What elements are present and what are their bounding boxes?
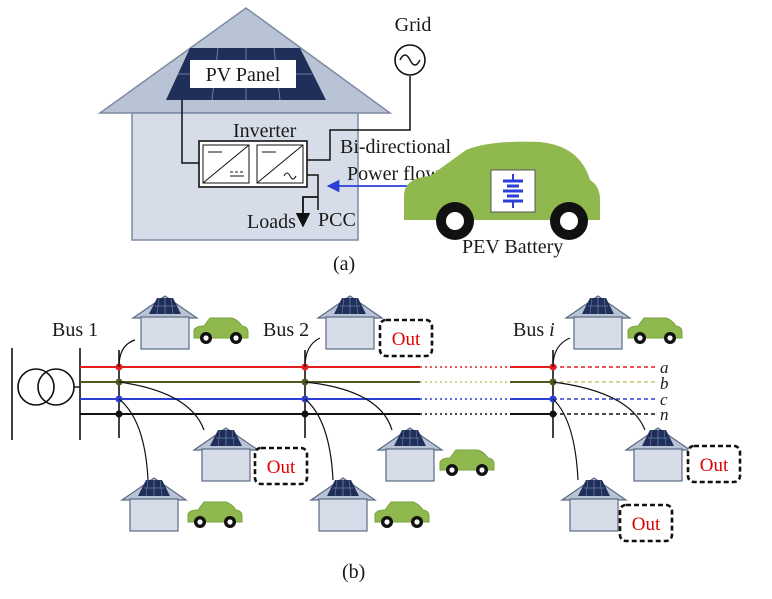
battery-label: PEV Battery — [462, 236, 563, 258]
transformer-icon — [11, 348, 81, 440]
figure-b: a b c n Bus 1 Bus 2 Bus i — [11, 295, 742, 583]
inverter-label: Inverter — [233, 120, 297, 142]
figure-a: PV Panel Inverter Grid Loads PCC Bi — [97, 7, 600, 275]
pv-panel-label-box — [190, 60, 296, 88]
house-icon — [565, 295, 631, 350]
bus-2-label: Bus 2 — [263, 319, 309, 341]
svg-text:Out: Out — [632, 514, 661, 535]
bus-nodes — [115, 363, 557, 418]
house-connections — [118, 337, 646, 481]
phase-lines — [80, 366, 655, 415]
pcc-wire — [307, 174, 319, 210]
out-box: Out — [618, 503, 674, 543]
car-icon — [374, 501, 430, 529]
svg-text:Out: Out — [392, 329, 421, 350]
pv-wire — [181, 100, 201, 164]
caption-b: (b) — [342, 561, 365, 583]
house-icon — [317, 295, 383, 350]
out-box: Out — [686, 444, 742, 484]
battery-icon — [490, 169, 536, 213]
car-icon — [187, 501, 243, 529]
house-icon — [561, 477, 627, 532]
house-icon — [193, 427, 259, 482]
svg-text:Out: Out — [700, 455, 729, 476]
phase-label-c: c — [660, 390, 668, 409]
house-icon — [310, 477, 376, 532]
loads-arrow — [295, 196, 318, 228]
car-icon — [193, 317, 249, 345]
phase-label-a: a — [660, 358, 669, 377]
grid-wire — [307, 76, 411, 161]
house-icon — [121, 477, 187, 532]
caption-a: (a) — [333, 253, 355, 275]
phase-label-n: n — [660, 405, 669, 424]
out-box: Out — [253, 446, 309, 486]
house-icon — [132, 295, 198, 350]
bus-i-label: Bus i — [513, 319, 555, 341]
pcc-label: PCC — [318, 209, 356, 231]
house-icon — [625, 427, 691, 482]
inverter-icon — [198, 140, 308, 188]
out-box: Out — [378, 318, 434, 358]
car-icon — [439, 449, 495, 477]
car-icon — [627, 317, 683, 345]
phase-label-b: b — [660, 374, 669, 393]
svg-text:Out: Out — [267, 457, 296, 478]
loads-label: Loads — [247, 211, 296, 233]
house-icon — [377, 427, 443, 482]
grid-label: Grid — [395, 14, 432, 36]
bus-1-label: Bus 1 — [52, 319, 98, 341]
flow-label-line1: Bi-directional — [340, 136, 452, 158]
pv-panel-label: PV Panel — [206, 64, 281, 86]
